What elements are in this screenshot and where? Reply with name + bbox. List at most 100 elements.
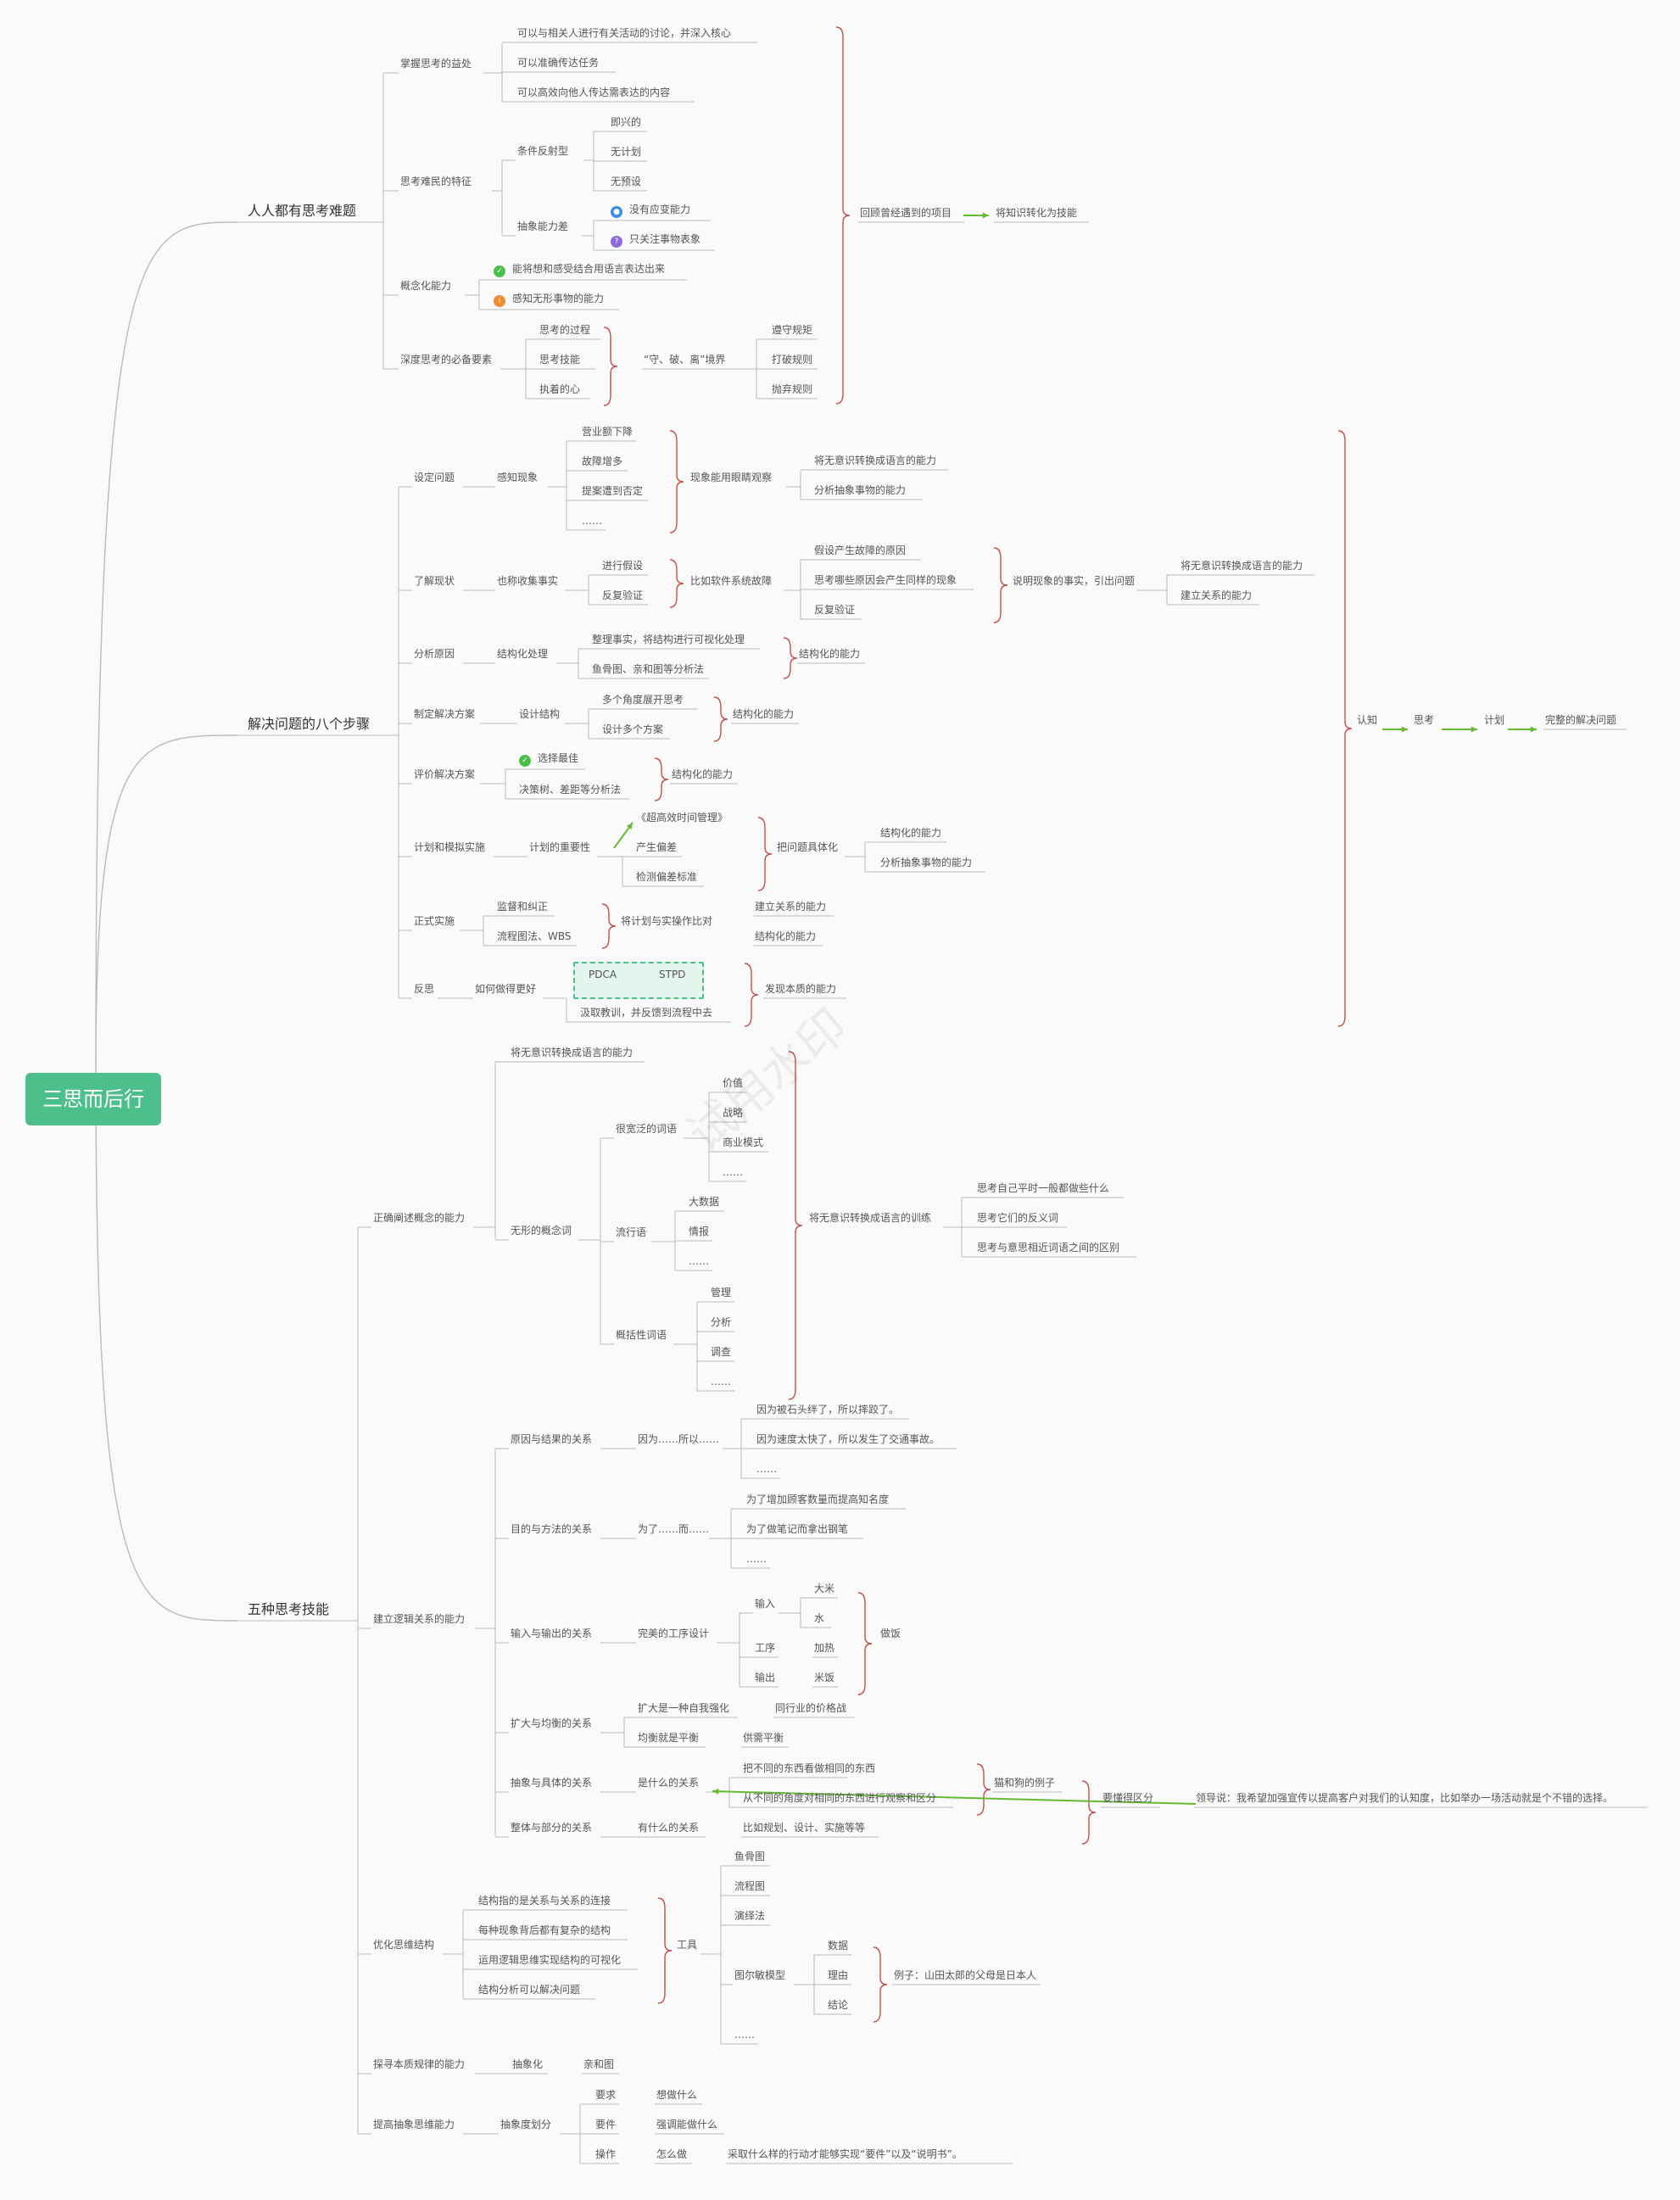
node-b3q4a1[interactable]: 同行业的价格战 (773, 1701, 848, 1717)
node-b3q1a1[interactable]: 因为被石头绊了，所以摔跤了。 (755, 1403, 901, 1419)
node-b3q5[interactable]: 抽象与具体的关系 (509, 1776, 594, 1792)
node-b2g[interactable]: 正式实施 (412, 914, 456, 930)
node-b2c1[interactable]: 结构化处理 (495, 647, 550, 663)
node-b2a1[interactable]: 感知现象 (495, 471, 539, 487)
node-b2d1b[interactable]: 设计多个方案 (600, 723, 665, 739)
node-b2h[interactable]: 反思 (412, 982, 436, 998)
node-b2b2a[interactable]: 假设产生故障的原因 (812, 544, 907, 560)
node-b1n2a2[interactable]: 无计划 (609, 145, 643, 161)
node-b1n4x[interactable]: “守、破、离”境界 (642, 353, 727, 369)
node-b2b3b[interactable]: 建立关系的能力 (1179, 589, 1253, 605)
node-b3q5a2[interactable]: 从不同的角度对相同的东西进行观察和区分 (741, 1791, 938, 1807)
node-b2s2[interactable]: 思考 (1412, 713, 1436, 729)
node-b1n1a[interactable]: 可以与相关人进行有关活动的讨论，并深入核心 (516, 26, 733, 42)
node-b3p2[interactable]: 无形的概念词 (509, 1224, 573, 1240)
node-b3t1c1[interactable]: 怎么做 (655, 2147, 689, 2164)
node-b2s4[interactable]: 完整的解决问题 (1543, 713, 1618, 729)
node-b3p3[interactable]: 将无意识转换成语言的训练 (807, 1211, 933, 1227)
node-b2a1c[interactable]: 提案遭到否定 (580, 484, 645, 500)
node-b2[interactable]: 解决问题的八个步骤 (246, 716, 371, 735)
node-b2f1[interactable]: 计划的重要性 (527, 840, 592, 857)
node-b3r1[interactable]: 结构指的是关系与关系的连接 (477, 1894, 612, 1910)
node-b3q3c[interactable]: 做饭 (879, 1627, 902, 1643)
node-b3p2a2[interactable]: 战略 (721, 1106, 745, 1122)
node-b3q6a1[interactable]: 比如规划、设计、实施等等 (741, 1821, 867, 1837)
node-b3p2b2[interactable]: 情报 (687, 1225, 711, 1241)
node-b3s1[interactable]: 抽象化 (511, 2058, 544, 2074)
node-b3[interactable]: 五种思考技能 (246, 1601, 331, 1621)
node-b3q2a[interactable]: 为了……而…… (636, 1522, 711, 1538)
node-b3q3a[interactable]: 完美的工序设计 (636, 1627, 711, 1643)
node-b2b1b[interactable]: 反复验证 (600, 589, 645, 605)
node-b3q[interactable]: 建立逻辑关系的能力 (371, 1612, 466, 1628)
node-b1s1[interactable]: 回顾曾经遇到的项目 (858, 206, 953, 222)
node-b3p2b3[interactable]: …… (687, 1254, 711, 1270)
node-b1n2a3[interactable]: 无预设 (609, 175, 643, 191)
node-b2a2a[interactable]: 将无意识转换成语言的能力 (812, 454, 938, 470)
node-b3q2a3[interactable]: …… (745, 1552, 768, 1568)
node-b1n4x2[interactable]: 打破规则 (770, 353, 814, 369)
node-b3r5b[interactable]: 流程图 (733, 1879, 767, 1896)
node-b3q2[interactable]: 目的与方法的关系 (509, 1522, 594, 1538)
node-b2a1d[interactable]: …… (580, 514, 604, 530)
node-b3q3b3[interactable]: 输出 (753, 1671, 777, 1687)
node-b2a1a[interactable]: 营业额下降 (580, 425, 634, 441)
node-b2d2[interactable]: 结构化的能力 (731, 707, 795, 723)
node-b3q5d[interactable]: 领导说：我希望加强宣传以提高客户对我们的认知度，比如举办一场活动就是个不错的选择… (1194, 1791, 1615, 1807)
node-b3q4b[interactable]: 均衡就是平衡 (636, 1731, 700, 1747)
node-b2d1a[interactable]: 多个角度展开思考 (600, 693, 685, 709)
node-b3q4a[interactable]: 扩大是一种自我强化 (636, 1701, 731, 1717)
node-b2g3a[interactable]: 建立关系的能力 (753, 900, 828, 916)
node-b3q3b3a[interactable]: 米饭 (812, 1671, 836, 1687)
node-b2c1a[interactable]: 整理事实，将结构进行可视化处理 (590, 633, 746, 649)
node-b2g3b[interactable]: 结构化的能力 (753, 930, 818, 946)
node-b2h2[interactable]: 发现本质的能力 (763, 982, 838, 998)
node-b1s2[interactable]: 将知识转化为技能 (994, 206, 1079, 222)
node-b1n2b[interactable]: 抽象能力差 (516, 220, 570, 236)
node-b2b[interactable]: 了解现状 (412, 574, 456, 590)
node-b2g3[interactable]: 将计划与实操作比对 (619, 914, 714, 930)
node-b3p2a3[interactable]: 商业模式 (721, 1136, 765, 1152)
node-b3t1b[interactable]: 要件 (594, 2118, 617, 2134)
node-b2h1b[interactable]: STPD (657, 968, 687, 984)
node-b3q5b[interactable]: 猫和狗的例子 (992, 1776, 1057, 1792)
node-b2a1b[interactable]: 故障增多 (580, 455, 624, 471)
node-b2e1[interactable]: ✓选择最佳 (517, 751, 580, 769)
node-b3q6a[interactable]: 有什么的关系 (636, 1821, 700, 1837)
node-b3p2c4[interactable]: …… (709, 1375, 733, 1391)
node-b3p2a4[interactable]: …… (721, 1165, 745, 1181)
node-b3p2c2[interactable]: 分析 (709, 1315, 733, 1332)
node-b3p2b[interactable]: 流行语 (614, 1226, 648, 1242)
node-b3r3[interactable]: 运用逻辑思维实现结构的可视化 (477, 1953, 622, 1969)
node-b1n4c[interactable]: 执着的心 (538, 382, 582, 399)
node-b2h1c[interactable]: 汲取教训，并反馈到流程中去 (578, 1006, 714, 1022)
node-b2d[interactable]: 制定解决方案 (412, 707, 477, 723)
node-b3q3b2a[interactable]: 加热 (812, 1641, 836, 1657)
node-b3q3b2[interactable]: 工序 (753, 1641, 777, 1657)
node-b2f2b[interactable]: 分析抽象事物的能力 (879, 856, 974, 872)
node-b3t[interactable]: 提高抽象思维能力 (371, 2118, 456, 2134)
node-b1n3[interactable]: 概念化能力 (399, 279, 453, 295)
node-b3q1a3[interactable]: …… (755, 1462, 779, 1478)
node-b1n4x1[interactable]: 遵守规矩 (770, 323, 814, 339)
node-b1n2a1[interactable]: 即兴的 (609, 115, 643, 131)
node-b3p2c[interactable]: 概括性词语 (614, 1328, 668, 1344)
node-b2f2a[interactable]: 结构化的能力 (879, 826, 943, 842)
node-b2b2[interactable]: 比如软件系统故障 (689, 574, 773, 590)
node-b1n4b[interactable]: 思考技能 (538, 353, 582, 369)
node-b3p2b1[interactable]: 大数据 (687, 1195, 721, 1211)
node-b2b1a[interactable]: 进行假设 (600, 559, 645, 575)
node-b3q4[interactable]: 扩大与均衡的关系 (509, 1717, 594, 1733)
node-b3q6[interactable]: 整体与部分的关系 (509, 1821, 594, 1837)
node-b3r4[interactable]: 结构分析可以解决问题 (477, 1983, 582, 1999)
node-b3p[interactable]: 正确阐述概念的能力 (371, 1211, 466, 1227)
node-b3t1c[interactable]: 操作 (594, 2147, 617, 2164)
node-b2c2[interactable]: 结构化的能力 (797, 647, 862, 663)
node-b2a2[interactable]: 现象能用眼睛观察 (689, 471, 773, 487)
node-b3q5c[interactable]: 要懂得区分 (1101, 1791, 1155, 1807)
node-b2e[interactable]: 评价解决方案 (412, 768, 477, 784)
node-b3r5d2[interactable]: 理由 (826, 1968, 850, 1985)
node-b3p3b[interactable]: 思考它们的反义词 (975, 1211, 1060, 1227)
node-b2b2b[interactable]: 思考哪些原因会产生同样的现象 (812, 573, 958, 589)
